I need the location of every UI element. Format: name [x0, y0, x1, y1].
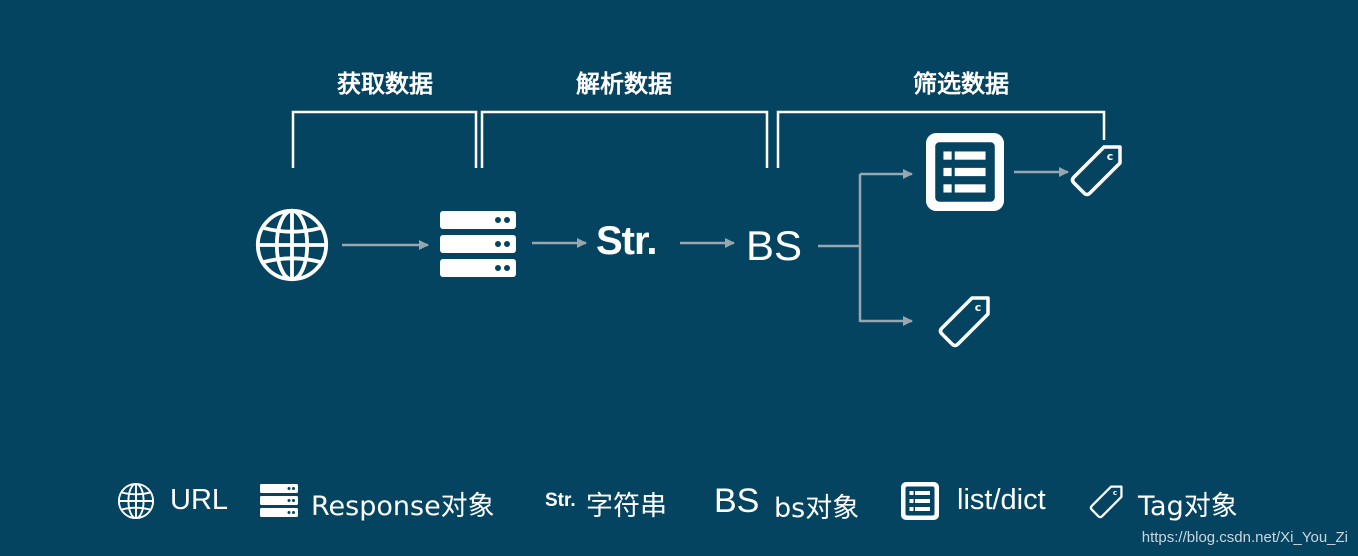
legend-tag-label: Tag对象 — [1138, 491, 1238, 522]
legend-list-label: list/dict — [957, 484, 1046, 516]
phase-title-parse: 解析数据 — [576, 70, 672, 98]
phase-title-filter: 筛选数据 — [913, 70, 1009, 98]
legend-list-icon — [901, 482, 939, 520]
legend-server-stack-icon — [260, 484, 298, 517]
watermark: https://blog.csdn.net/Xi_You_Zi — [1141, 529, 1348, 546]
bs-node: BS — [746, 222, 803, 269]
legend-response-label: Response对象 — [311, 491, 495, 522]
server-stack-icon — [440, 211, 516, 277]
bracket-parse — [480, 110, 769, 168]
legend-globe-icon — [117, 482, 155, 520]
bracket-filter — [776, 110, 1106, 168]
arrow-bs-branch — [818, 169, 913, 326]
legend-bs-symbol: BS — [714, 482, 760, 520]
legend-str-symbol: Str. — [545, 490, 576, 511]
bracket-fetch — [291, 110, 478, 168]
legend-str-label: 字符串 — [586, 491, 667, 522]
list-icon — [926, 133, 1004, 211]
tag-icon — [1070, 145, 1122, 197]
globe-icon — [255, 208, 329, 282]
phase-title-fetch: 获取数据 — [337, 70, 433, 98]
str-node: Str. — [596, 219, 657, 263]
tag-icon — [938, 296, 990, 348]
legend-bs-label: bs对象 — [774, 493, 860, 524]
legend-url-label: URL — [170, 484, 229, 516]
legend-tag-icon — [1089, 485, 1123, 519]
